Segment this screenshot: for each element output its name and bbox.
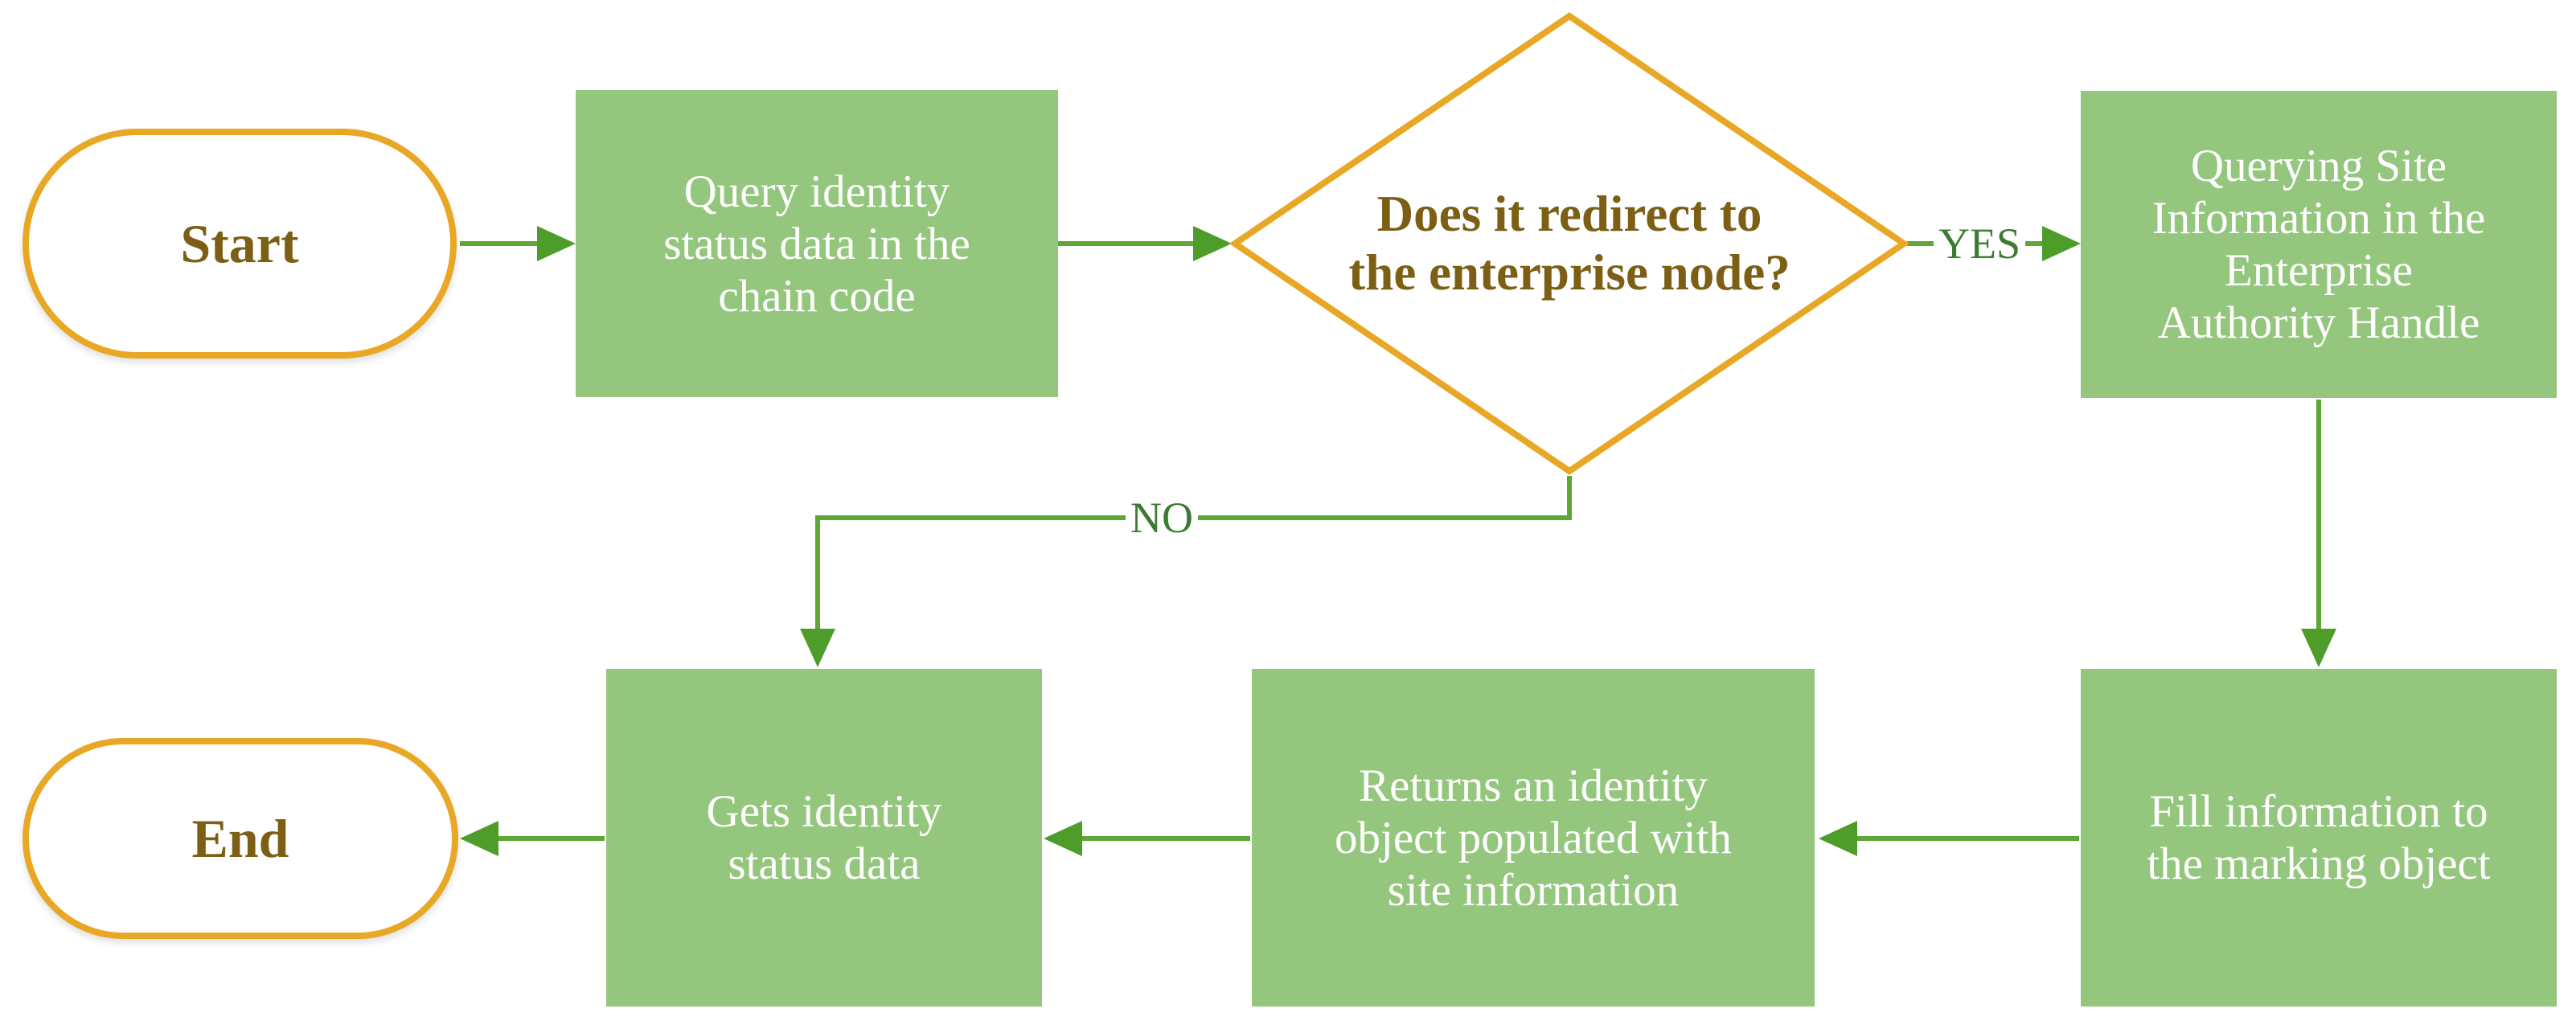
arrow-returns-to-gets (1044, 821, 1250, 856)
text-line: Query identity (683, 166, 950, 217)
text-line: the marking object (2147, 839, 2491, 889)
node-fill-info: Fill information to the marking object (2081, 669, 2557, 1007)
text-line: Enterprise (2224, 245, 2414, 296)
arrow-head-left-icon (1819, 821, 1857, 856)
text-line: chain code (718, 270, 916, 322)
edge-label-yes: YES (1933, 221, 2026, 266)
arrow-fill-to-returns (1819, 821, 2079, 856)
node-returns-obj-label: Returns an identity object populated wit… (1335, 760, 1732, 916)
text-line: Returns an identity (1359, 760, 1708, 811)
arrow-head-right-icon (537, 226, 576, 261)
arrow-head-left-icon (1044, 821, 1082, 856)
text-line: object populated with (1335, 812, 1732, 863)
node-returns-obj: Returns an identity object populated wit… (1252, 669, 1815, 1007)
node-end-label: End (191, 807, 289, 869)
arrow-head-down-icon (2301, 629, 2336, 667)
text-line: Fill information to (2149, 786, 2488, 837)
text-line: Gets identity (706, 786, 942, 837)
node-end: End (23, 738, 458, 939)
text-line: status data (728, 839, 921, 889)
text-line: site information (1387, 864, 1680, 916)
node-start: Start (23, 129, 457, 359)
text-line: Information in the (2151, 193, 2486, 244)
arrow-head-left-icon (460, 821, 498, 856)
text-line: Querying Site (2190, 141, 2447, 191)
edge-label-no: NO (1126, 495, 1198, 540)
text-line: the enterprise node? (1348, 244, 1790, 301)
arrow-query-to-decision (1056, 226, 1232, 261)
arrow-gets-to-end (460, 821, 605, 856)
arrow-head-right-icon (1193, 226, 1232, 261)
node-decision-label: Does it redirect to the enterprise node? (1288, 185, 1851, 302)
node-query-chain: Query identity status data in the chain … (576, 90, 1058, 397)
text-line: status data in the (663, 218, 970, 269)
text-line: Authority Handle (2157, 297, 2480, 348)
node-gets-status: Gets identity status data (606, 669, 1042, 1007)
node-gets-status-label: Gets identity status data (707, 785, 942, 890)
arrow-query-site-to-fill (2301, 400, 2336, 667)
node-fill-info-label: Fill information to the marking object (2147, 785, 2490, 890)
arrow-start-to-query (460, 226, 576, 261)
node-query-chain-label: Query identity status data in the chain … (663, 166, 970, 322)
arrow-head-right-icon (2042, 226, 2081, 261)
arrow-head-down-icon (800, 629, 835, 667)
node-query-site-label: Querying Site Information in the Enterpr… (2152, 140, 2486, 349)
decision-diamond-shape (1229, 12, 1910, 475)
text-line: Does it redirect to (1376, 186, 1762, 242)
node-start-label: Start (180, 212, 299, 274)
node-query-site: Querying Site Information in the Enterpr… (2081, 91, 2557, 398)
